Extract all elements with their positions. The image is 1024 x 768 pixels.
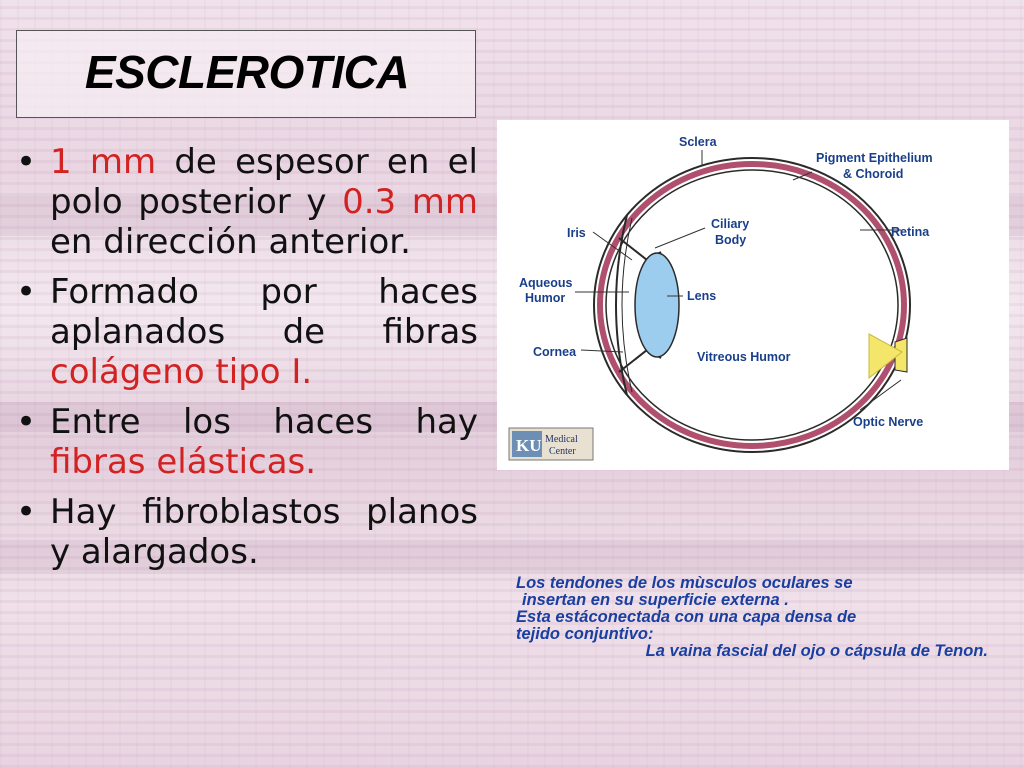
bullet-highlight-text: 0.3 mm	[342, 182, 478, 222]
label-sclera: Sclera	[679, 135, 718, 149]
bullet-highlight-text: colágeno tipo I.	[50, 352, 313, 392]
logo-ku: KU	[516, 436, 542, 455]
bullet-text: Formado por haces aplanados de fibras	[50, 272, 478, 352]
bullet-item: • Entre los haces hay fibras elásticas.	[14, 402, 478, 482]
label-vitreous: Vitreous Humor	[697, 350, 791, 364]
leader-lines	[575, 150, 902, 411]
label-retina: Retina	[891, 225, 930, 239]
eye-anatomy-svg: Sclera Pigment Epithelium & Choroid Cili…	[508, 135, 933, 461]
caption-line: tejido conjuntivo:	[516, 625, 654, 643]
bullet-list: •1 mm de espesor en el polo posterior y …	[14, 142, 478, 582]
label-ciliary-2: Body	[715, 233, 746, 247]
bullet-item: • Formado por haces aplanados de fibras c…	[14, 272, 478, 392]
bullet-item: • Hay fibroblastos planos y alargados.	[14, 492, 478, 572]
cornea-inner	[621, 217, 633, 393]
bullet-highlight-text: fibras elásticas.	[50, 442, 317, 482]
title-box: ESCLEROTICA	[16, 30, 476, 118]
bullet-dot-icon: •	[16, 272, 37, 312]
bullet-highlight-text: 1 mm	[50, 142, 157, 182]
logo-center: Center	[549, 446, 576, 457]
caption-line: La vaina fascial del ojo o cápsula de Te…	[645, 642, 988, 660]
bullet-text: en dirección anterior.	[50, 222, 411, 262]
background-band	[0, 540, 1024, 574]
retina-inner	[605, 169, 899, 441]
sclera-outer	[593, 157, 911, 453]
bullet-text: Hay fibroblastos planos y alargados.	[50, 492, 478, 572]
bullet-text: de espesor en el polo posterior y	[50, 142, 478, 222]
bullet-dot-icon: •	[16, 142, 37, 182]
eye-diagram: Sclera Pigment Epithelium & Choroid Cili…	[497, 120, 1009, 470]
bullet-text: Entre los haces hay	[50, 402, 478, 442]
cornea-shape	[615, 214, 628, 396]
label-pigment-2: & Choroid	[843, 167, 903, 181]
sclera-pink-layer	[597, 161, 907, 449]
label-cornea: Cornea	[533, 345, 577, 359]
label-aqueous-1: Aqueous	[519, 276, 573, 290]
label-lens: Lens	[687, 289, 716, 303]
bullet-dot-icon: •	[16, 492, 37, 532]
caption-block: Los tendones de los mùsculos oculares se…	[516, 575, 996, 660]
bullet-item: •1 mm de espesor en el polo posterior y …	[14, 142, 478, 262]
caption-line: insertan en su superficie externa .	[522, 591, 789, 609]
optic-nerve-cord	[868, 333, 903, 380]
label-pigment-1: Pigment Epithelium	[816, 151, 933, 165]
label-iris: Iris	[567, 226, 586, 240]
slide-title: ESCLEROTICA	[84, 46, 410, 98]
optic-nerve-shape	[894, 337, 908, 373]
label-ciliary-1: Ciliary	[711, 217, 749, 231]
label-optic: Optic Nerve	[853, 415, 923, 429]
caption-line: Esta estáconectada con una capa densa de	[516, 608, 857, 626]
ku-medical-center-logo: KU Medical Center	[508, 427, 594, 461]
bullet-dot-icon: •	[16, 402, 37, 442]
lens-shape	[634, 252, 680, 358]
label-aqueous-2: Humor	[525, 291, 565, 305]
caption-line: Los tendones de los mùsculos oculares se	[516, 574, 853, 592]
logo-medical: Medical	[545, 434, 578, 445]
